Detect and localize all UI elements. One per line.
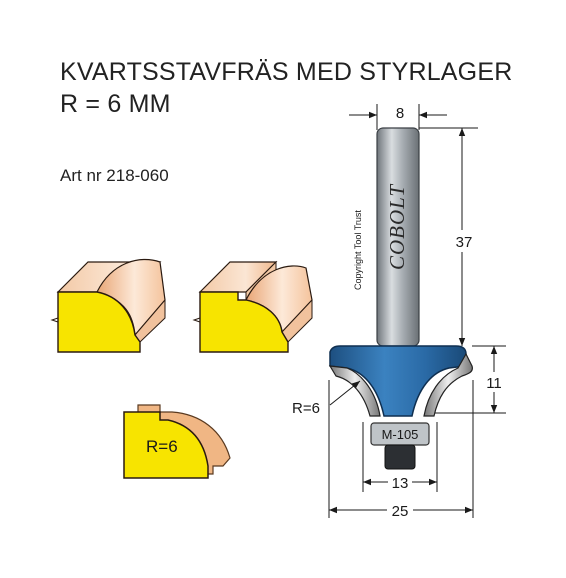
workpiece-profile-1 (50, 258, 166, 353)
dimensions: 8 37 11 R=6 13 25 (292, 104, 506, 520)
dim-bearing-diameter: 13 (392, 475, 409, 492)
bearing-label: M-105 (382, 427, 419, 442)
profile-radius-label: R=6 (146, 437, 178, 456)
brand-label: COBOLT (385, 184, 409, 270)
workpiece-profile-2 (192, 260, 313, 353)
dim-shank-length: 37 (456, 234, 473, 251)
bearing-screw (384, 444, 416, 470)
cutting-edge-left (328, 365, 381, 417)
dim-shank-diameter: 8 (396, 105, 404, 122)
dim-cutting-height: 11 (486, 375, 502, 392)
router-bit: COBOLT Copyright Tool Trust M-105 (328, 127, 473, 470)
profile-cross-section: R=6 (123, 404, 231, 479)
dim-radius: R=6 (292, 400, 320, 417)
copyright-label: Copyright Tool Trust (353, 210, 363, 290)
article-number: Art nr 218-060 (60, 166, 169, 185)
title-line-1: KVARTSSTAVFRÄS MED STYRLAGER (60, 58, 513, 86)
dim-cutting-diameter: 25 (392, 503, 409, 520)
title-line-2: R = 6 MM (60, 90, 171, 118)
cutting-edge-right (423, 352, 473, 417)
cutter-body (329, 345, 467, 417)
